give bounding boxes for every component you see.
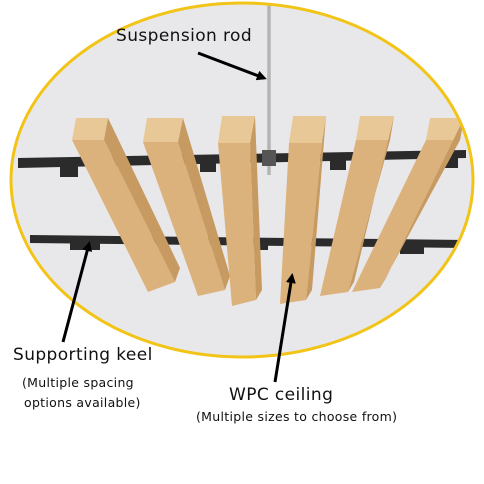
keel-note-line2: options available)	[24, 395, 141, 410]
suspension-rod-arrow	[197, 51, 267, 81]
photo-contents	[18, 3, 466, 306]
supporting-keel-arrow	[61, 241, 93, 343]
frame-ellipse	[9, 1, 475, 359]
wpc-note: (Multiple sizes to choose from)	[196, 409, 398, 424]
wpc-ceiling-label: WPC ceiling	[229, 385, 334, 405]
suspension-rod-label: Suspension rod	[116, 26, 253, 46]
keel-note-line1: (Multiple spacing	[22, 375, 134, 390]
wpc-ceiling-arrow	[273, 273, 296, 383]
supporting-keel-label: Supporting keel	[13, 345, 153, 365]
wpc-slats	[72, 116, 464, 306]
